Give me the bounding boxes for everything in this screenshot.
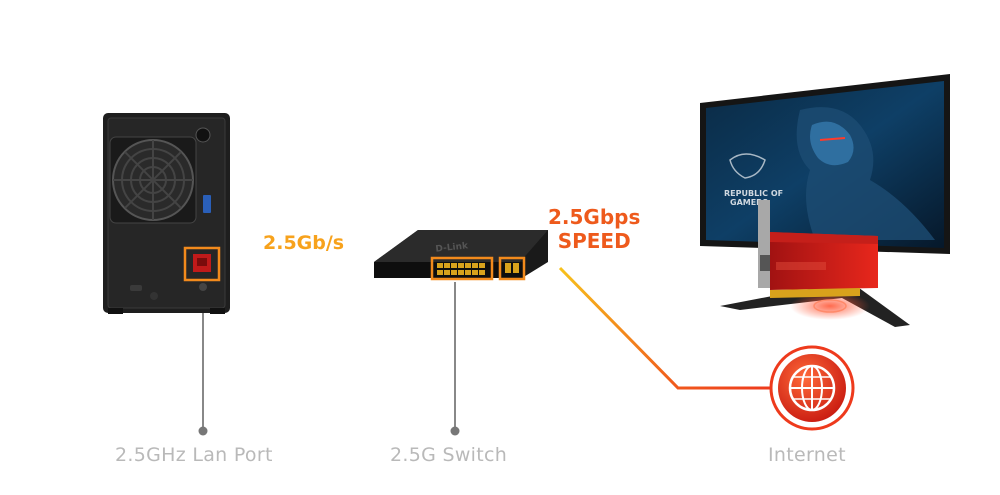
rog-logo — [729, 153, 766, 179]
speed-word: SPEED — [557, 229, 631, 253]
switch-label: 2.5G Switch — [390, 444, 508, 466]
rog-text-line1: REPUBLIC OF — [724, 189, 783, 198]
glow-logo — [790, 292, 870, 320]
power-button — [195, 127, 211, 143]
nas-switch-speed-label: 2.5Gb/s — [263, 232, 345, 254]
switch-device: D-Link — [374, 230, 548, 281]
internet-label: Internet — [768, 444, 846, 466]
rog-text-line2: GAMERS — [730, 198, 768, 207]
nas-lan-port-label: 2.5GHz Lan Port — [115, 444, 273, 466]
pointer-switch — [450, 282, 460, 436]
usb-port — [203, 195, 211, 213]
lan-port-highlight — [183, 246, 221, 282]
switch-brand-text: D-Link — [435, 241, 469, 254]
switch-ports-highlight — [430, 256, 494, 281]
link-switch-internet — [558, 266, 770, 390]
fan-grille — [109, 136, 197, 224]
globe-icon — [769, 345, 855, 431]
switch-pc-speed-label: 2.5Gbps SPEED — [548, 205, 640, 253]
network-card — [758, 200, 878, 298]
switch-uplink-highlight — [498, 256, 526, 281]
nas-device — [103, 113, 230, 314]
speed-value: 2.5Gbps — [548, 205, 641, 229]
